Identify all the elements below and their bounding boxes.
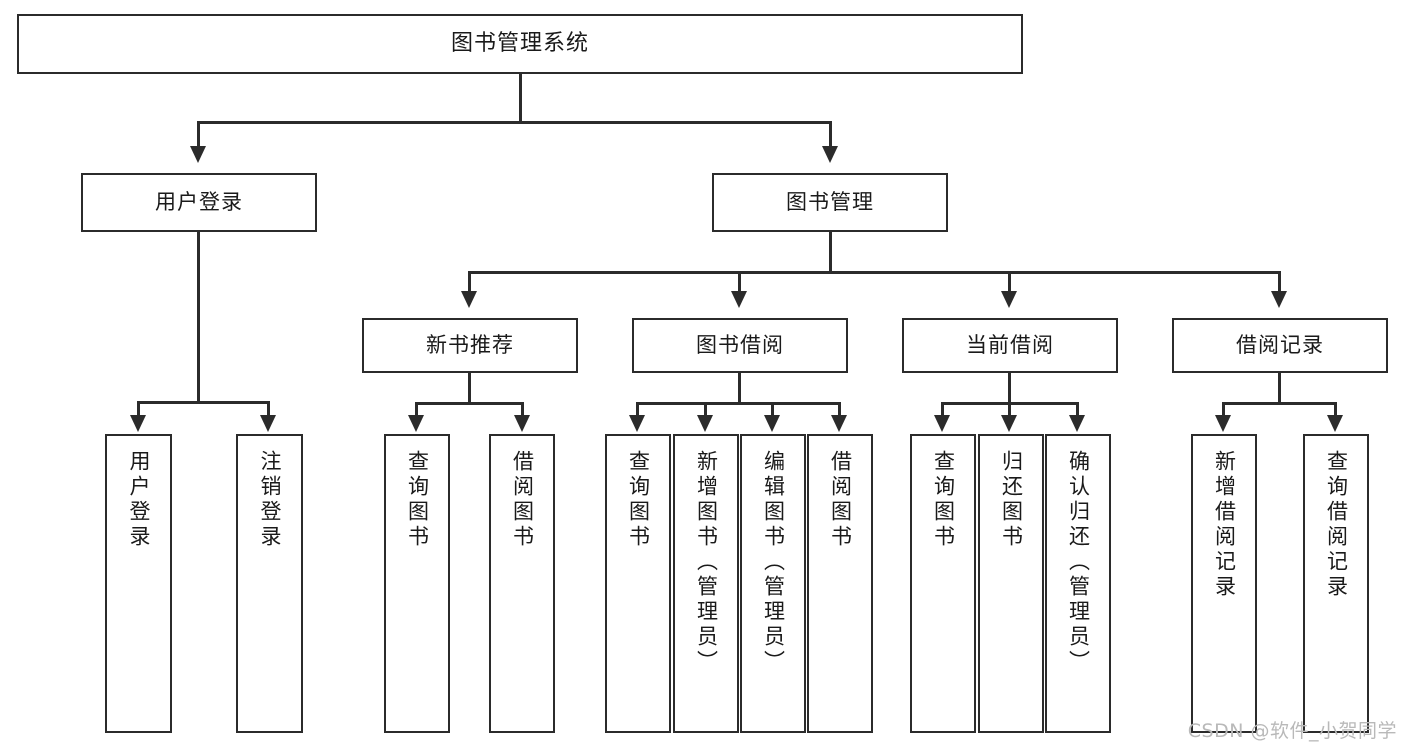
leaf-current-borrow-query-books[interactable]: 查询图书 (910, 434, 976, 733)
edge-user-login-bus (137, 401, 269, 404)
edge-bm-drop-borrow-record (1278, 271, 1281, 293)
leaf-user-login-logout[interactable]: 注销登录 (236, 434, 303, 733)
edge-book-management-bus (468, 271, 1280, 274)
edge-user-login-drop-2 (267, 401, 270, 417)
edge-current-borrow-stem (1008, 373, 1011, 404)
edge-root-to-user-login (197, 121, 200, 148)
leaf-book-borrow-edit-book-admin[interactable]: 编辑图书（管理员） (740, 434, 806, 733)
arrow-bm-to-current-borrow (1001, 291, 1017, 308)
node-label: 用户登录 (127, 450, 151, 550)
arrow-book-borrow-leaf-3 (764, 415, 780, 432)
edge-new-book-bus (415, 402, 523, 405)
node-borrow-record[interactable]: 借阅记录 (1172, 318, 1388, 373)
edge-bm-drop-current-borrow (1008, 271, 1011, 293)
node-book-management[interactable]: 图书管理 (712, 173, 948, 232)
leaf-user-login-login[interactable]: 用户登录 (105, 434, 172, 733)
edge-book-management-stem (829, 232, 832, 273)
edge-root-bus (197, 121, 831, 124)
arrow-borrow-record-leaf-2 (1327, 415, 1343, 432)
node-label: 借阅图书 (510, 450, 535, 550)
node-label: 当前借阅 (966, 333, 1054, 358)
node-label: 归还图书 (999, 450, 1024, 550)
leaf-borrow-record-query-record[interactable]: 查询借阅记录 (1303, 434, 1369, 733)
node-label: 图书借阅 (696, 333, 784, 358)
arrow-bm-to-borrow-record (1271, 291, 1287, 308)
arrow-root-to-user-login (190, 146, 206, 163)
node-new-book-recommend[interactable]: 新书推荐 (362, 318, 578, 373)
edge-new-book-drop-1 (415, 402, 418, 417)
leaf-borrow-record-add-record[interactable]: 新增借阅记录 (1191, 434, 1257, 733)
node-label: 查询借阅记录 (1324, 450, 1349, 600)
node-label: 用户登录 (155, 190, 243, 215)
node-label: 编辑图书（管理员） (761, 450, 786, 675)
edge-book-borrow-drop-3 (771, 402, 774, 417)
edge-new-book-drop-2 (521, 402, 524, 417)
edge-user-login-drop-1 (137, 401, 140, 417)
node-label: 借阅图书 (828, 450, 853, 550)
arrow-book-borrow-leaf-4 (831, 415, 847, 432)
edge-book-borrow-drop-1 (636, 402, 639, 417)
node-label: 图书管理系统 (450, 31, 589, 57)
arrow-new-book-leaf-2 (514, 415, 530, 432)
edge-book-borrow-drop-4 (838, 402, 841, 417)
node-current-borrow[interactable]: 当前借阅 (902, 318, 1118, 373)
leaf-book-borrow-query-books[interactable]: 查询图书 (605, 434, 671, 733)
arrow-root-to-book-management (822, 146, 838, 163)
node-book-borrow[interactable]: 图书借阅 (632, 318, 848, 373)
arrow-new-book-leaf-1 (408, 415, 424, 432)
edge-current-borrow-drop-2 (1008, 402, 1011, 417)
arrow-book-borrow-leaf-1 (629, 415, 645, 432)
node-label: 查询图书 (405, 450, 430, 550)
edge-root-to-book-management (829, 121, 832, 148)
edge-borrow-record-drop-1 (1222, 402, 1225, 417)
edge-borrow-record-drop-2 (1334, 402, 1337, 417)
edge-user-login-stem (197, 232, 200, 403)
edge-book-borrow-drop-2 (704, 402, 707, 417)
arrow-book-borrow-leaf-2 (697, 415, 713, 432)
leaf-current-borrow-confirm-return-admin[interactable]: 确认归还（管理员） (1045, 434, 1111, 733)
edge-current-borrow-drop-1 (941, 402, 944, 417)
edge-book-borrow-bus (636, 402, 840, 405)
leaf-new-book-query-books[interactable]: 查询图书 (384, 434, 450, 733)
edge-root-stem (519, 74, 522, 123)
node-label: 查询图书 (931, 450, 956, 550)
leaf-new-book-borrow-books[interactable]: 借阅图书 (489, 434, 555, 733)
arrow-user-login-leaf-2 (260, 415, 276, 432)
edge-bm-drop-new-book (468, 271, 471, 293)
edge-bm-drop-book-borrow (738, 271, 741, 293)
edge-new-book-stem (468, 373, 471, 404)
arrow-bm-to-new-book (461, 291, 477, 308)
arrow-current-borrow-leaf-1 (934, 415, 950, 432)
node-label: 注销登录 (258, 450, 282, 550)
leaf-book-borrow-borrow-books[interactable]: 借阅图书 (807, 434, 873, 733)
edge-current-borrow-drop-3 (1076, 402, 1079, 417)
arrow-current-borrow-leaf-2 (1001, 415, 1017, 432)
node-label: 新书推荐 (426, 333, 514, 358)
edge-book-borrow-stem (738, 373, 741, 404)
edge-borrow-record-bus (1222, 402, 1336, 405)
arrow-bm-to-book-borrow (731, 291, 747, 308)
node-label: 查询图书 (626, 450, 651, 550)
node-user-login[interactable]: 用户登录 (81, 173, 317, 232)
node-label: 确认归还（管理员） (1066, 450, 1091, 675)
leaf-book-borrow-add-book-admin[interactable]: 新增图书（管理员） (673, 434, 739, 733)
node-label: 借阅记录 (1236, 333, 1324, 358)
leaf-current-borrow-return-books[interactable]: 归还图书 (978, 434, 1044, 733)
node-label: 图书管理 (786, 190, 874, 215)
edge-borrow-record-stem (1278, 373, 1281, 404)
arrow-current-borrow-leaf-3 (1069, 415, 1085, 432)
arrow-borrow-record-leaf-1 (1215, 415, 1231, 432)
node-label: 新增借阅记录 (1212, 450, 1237, 600)
csdn-watermark: CSDN @软件_小贺同学 (1187, 720, 1397, 742)
node-label: 新增图书（管理员） (694, 450, 719, 675)
node-root-book-management-system[interactable]: 图书管理系统 (17, 14, 1023, 74)
arrow-user-login-leaf-1 (130, 415, 146, 432)
